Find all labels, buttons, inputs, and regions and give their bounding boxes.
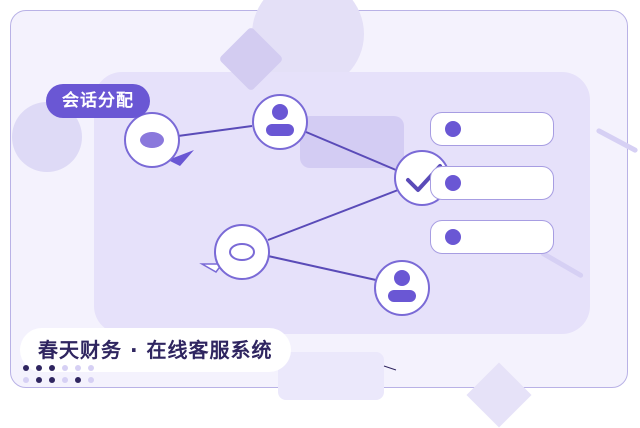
background-block: [300, 116, 404, 168]
connector-line: [267, 255, 377, 281]
user-avatar-icon: [252, 94, 308, 150]
connector-line: [177, 125, 253, 137]
chat-bubble-outline-icon: [199, 224, 270, 280]
agent-option[interactable]: [430, 112, 554, 146]
decor-rect: [278, 352, 384, 400]
user-avatar-icon: [374, 260, 430, 316]
connector-line: [305, 131, 397, 171]
option-dot-icon: [445, 229, 461, 245]
decor-tick: [383, 365, 397, 371]
dot-pattern: [23, 365, 94, 383]
connector-lines: [177, 125, 399, 281]
chat-bubble-icon: [124, 112, 194, 168]
dot-grid: [23, 365, 94, 383]
agent-option[interactable]: [430, 166, 554, 200]
session-assignment-badge: 会话分配: [46, 84, 150, 118]
agent-option[interactable]: [430, 220, 554, 254]
product-caption: 春天财务 · 在线客服系统: [20, 328, 291, 372]
option-dot-icon: [445, 175, 461, 191]
routing-diagram: [124, 94, 450, 371]
option-dot-icon: [445, 121, 461, 137]
connector-line: [267, 189, 399, 241]
